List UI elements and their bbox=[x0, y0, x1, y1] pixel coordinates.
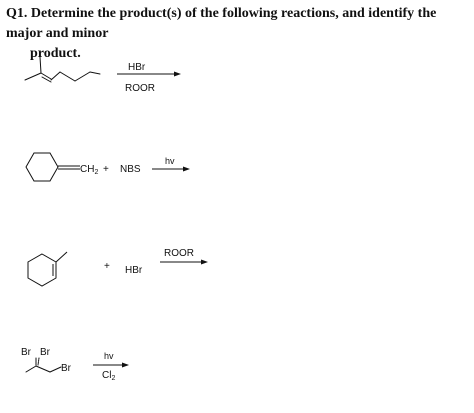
methyl-bond-top bbox=[39, 56, 42, 74]
chain-bond-3 bbox=[74, 71, 91, 82]
double-bond-outer bbox=[40, 72, 52, 80]
ch2-label: CH2 bbox=[80, 164, 98, 176]
methyl-bond bbox=[55, 251, 68, 263]
reagent-hbr-label: HBr bbox=[128, 62, 146, 73]
chain-bond-2 bbox=[59, 71, 76, 82]
reaction-4: Br Br Br hv Cl2 bbox=[21, 347, 129, 382]
chain-bond-4 bbox=[89, 71, 101, 75]
methylenecyclohexane-structure bbox=[25, 152, 80, 182]
hbr-label: HBr bbox=[125, 265, 143, 276]
reaction-arrow bbox=[152, 166, 190, 172]
cyclohexene-ring bbox=[27, 253, 57, 287]
reaction-arrow bbox=[93, 362, 129, 368]
reaction-arrow bbox=[117, 71, 181, 77]
bromine-label-3: Br bbox=[61, 363, 72, 374]
cyclohexane-ring bbox=[25, 152, 59, 182]
alkene-skeletal-structure bbox=[24, 56, 101, 83]
reaction-arrow bbox=[160, 259, 208, 265]
reaction-2: CH2 + NBS hv bbox=[25, 152, 190, 182]
reaction-1: HBr ROOR bbox=[24, 56, 181, 94]
plus-sign: + bbox=[103, 164, 109, 175]
methyl-bond-left bbox=[24, 72, 42, 81]
plus-sign: + bbox=[104, 261, 110, 272]
question-text-line-1: Determine the product(s) of the followin… bbox=[6, 6, 437, 41]
reagent-cl2-label: Cl2 bbox=[102, 370, 115, 382]
reaction-3: + HBr ROOR bbox=[27, 248, 208, 287]
carbon-bond-right bbox=[35, 365, 51, 373]
nbs-label: NBS bbox=[120, 164, 141, 175]
alkyl-bromide-skeletal-structure bbox=[25, 357, 62, 373]
question-number: Q1. bbox=[6, 6, 28, 21]
carbon-bromine-bond bbox=[49, 366, 62, 373]
question-prompt: Q1. Determine the product(s) of the foll… bbox=[6, 4, 468, 64]
methylcyclohexene-structure bbox=[27, 251, 68, 287]
bromine-label-2: Br bbox=[40, 347, 51, 358]
reagent-roor-label: ROOR bbox=[164, 248, 194, 259]
reagent-hv-label: hv bbox=[165, 156, 175, 166]
reagent-hv-label: hv bbox=[104, 351, 114, 361]
reagent-roor-label: ROOR bbox=[125, 83, 155, 94]
question-text-line-2: product. bbox=[30, 46, 81, 61]
chain-bond-1 bbox=[50, 71, 61, 81]
hash-bond-br bbox=[37, 357, 40, 366]
bromine-label-1: Br bbox=[21, 347, 32, 358]
double-bond-inner bbox=[41, 76, 52, 83]
carbon-bond-left bbox=[25, 365, 37, 373]
